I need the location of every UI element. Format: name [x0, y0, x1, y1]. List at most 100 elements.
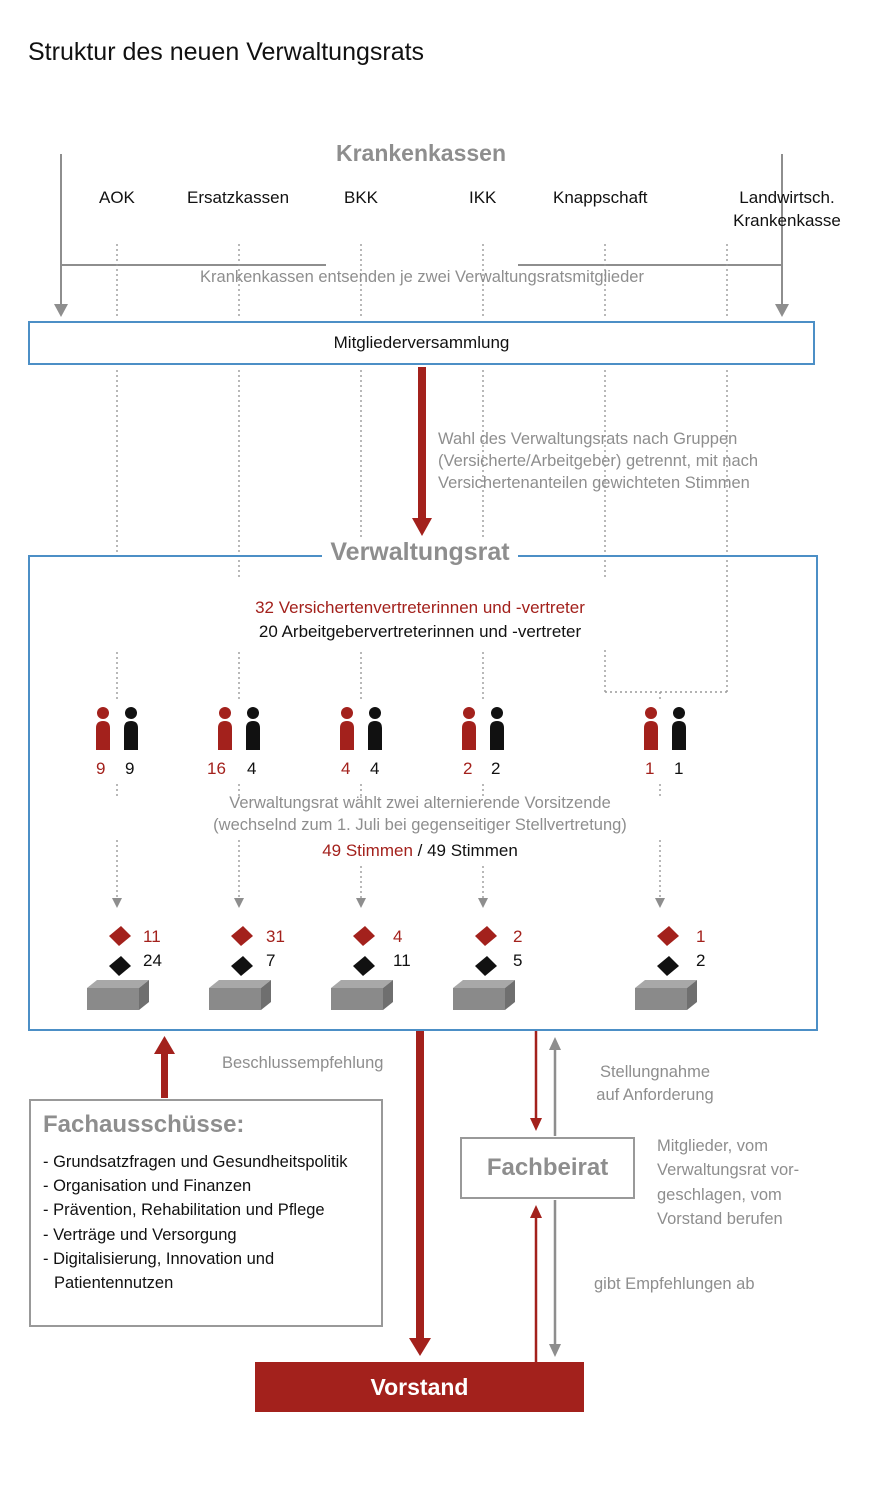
- kasse-ikk: IKK: [469, 188, 497, 207]
- group-kbs-versicherte: 1: [645, 759, 655, 778]
- person-versicherte-icon: [96, 707, 110, 750]
- ballot-box-side: [687, 980, 697, 1010]
- fachausschuesse-title: Fachausschüsse:: [43, 1111, 245, 1138]
- ballot-versicherte-icon: [109, 926, 131, 946]
- ballot-box-icon: [331, 988, 383, 1010]
- beschluss-arrow: [154, 1036, 175, 1098]
- votes-bkk-arbeitgeber: 11: [393, 951, 411, 970]
- vorstand-fachbeirat-arrow: [530, 1205, 542, 1362]
- wahl-line3: Versichertenanteilen gewichteten Stimmen: [438, 474, 750, 492]
- list-item: - Organisation und Finanzen: [43, 1177, 252, 1196]
- arbeitgeber-count: 20 Arbeitgebervertreterinnen und -vertre…: [258, 622, 582, 641]
- fachbeirat-box: Fachbeirat: [460, 1137, 635, 1199]
- list-item: - Grundsatzfragen und Gesundheitspolitik: [43, 1153, 348, 1171]
- votes-kbs-arbeitgeber: 2: [696, 951, 706, 970]
- vr-fachbeirat-arrow: [530, 1031, 542, 1131]
- ballot-versicherte-icon: [475, 926, 497, 946]
- ballot-box-top: [635, 980, 697, 988]
- stimmen-versicherte: 49 Stimmen: [322, 841, 413, 860]
- ballot-versicherte-icon: [231, 926, 253, 946]
- kasse-bkk: BKK: [344, 188, 379, 207]
- group-kbs-arbeitgeber: 1: [674, 759, 684, 778]
- kassen-bracket: [60, 154, 783, 306]
- stellungnahme-arrow: [549, 1037, 561, 1136]
- wahl-line1: Wahl des Verwaltungsrats nach Gruppen: [438, 430, 738, 448]
- fachbeirat-note-line1: Mitglieder, vom: [657, 1137, 768, 1155]
- ballot-versicherte-icon: [353, 926, 375, 946]
- stellungnahme-note: Stellungnahme auf Anforderung: [575, 1061, 735, 1107]
- empfehlungen-arrow: [549, 1200, 561, 1357]
- bracket-arrowheads: [54, 304, 789, 317]
- group-aok-arbeitgeber: 9: [125, 759, 135, 778]
- krankenkassen-heading: Krankenkassen: [335, 140, 507, 166]
- ballot-arbeitgeber-icon: [231, 956, 253, 976]
- ballot-box-icon: [453, 988, 505, 1010]
- group-ersatz-arbeitgeber: 4: [247, 759, 257, 778]
- votes-ersatz-arbeitgeber: 7: [266, 951, 276, 970]
- kasse-knappschaft: Knappschaft: [553, 188, 648, 207]
- kasse-aok: AOK: [99, 188, 135, 207]
- stimmen-separator: /: [412, 841, 428, 860]
- ballot-box-side: [505, 980, 515, 1010]
- stimmen-arbeitgeber: 49 Stimmen: [427, 841, 518, 860]
- person-arbeitgeber-icon: [124, 707, 138, 750]
- empfehlungen-label: gibt Empfehlungen ab: [594, 1275, 755, 1293]
- ballot-box-icon: [635, 988, 687, 1010]
- person-arbeitgeber-icon: [672, 707, 686, 750]
- versicherte-count: 32 Versichertenvertreterinnen und -vertr…: [255, 598, 585, 617]
- vorstand-label: Vorstand: [370, 1373, 469, 1400]
- verwaltungsrat-label: Verwaltungsrat: [322, 538, 518, 567]
- ballot-box-top: [453, 980, 515, 988]
- person-versicherte-icon: [340, 707, 354, 750]
- page-title: Struktur des neuen Verwaltungsrats: [28, 38, 425, 66]
- ballot-box-top: [209, 980, 271, 988]
- list-item: - Verträge und Versorgung: [43, 1225, 237, 1244]
- group-ikk-versicherte: 2: [463, 759, 473, 778]
- ballot-box-side: [261, 980, 271, 1010]
- wahl-line2: (Versicherte/Arbeitgeber) getrennt, mit …: [438, 452, 759, 470]
- group-ikk-arbeitgeber: 2: [491, 759, 501, 778]
- ballot-box-top: [87, 980, 149, 988]
- person-versicherte-icon: [644, 707, 658, 750]
- fachbeirat-note-line2: Verwaltungsrat vor-: [657, 1161, 800, 1180]
- votes-kbs-versicherte: 1: [696, 927, 706, 946]
- ballot-arbeitgeber-icon: [475, 956, 497, 976]
- group-aok-versicherte: 9: [96, 759, 106, 778]
- stellungnahme-line1: Stellungnahme: [599, 1063, 711, 1081]
- ballot-versicherte-icon: [657, 926, 679, 946]
- ballot-box-icon: [87, 988, 139, 1010]
- kasse-landwirtschaft-line1: Landwirtsch.: [739, 188, 835, 207]
- person-versicherte-icon: [462, 707, 476, 750]
- wahl-note: Wahl des Verwaltungsrats nach Gruppen (V…: [438, 428, 838, 494]
- person-arbeitgeber-icon: [246, 707, 260, 750]
- wahl-arrow: [412, 367, 432, 536]
- kasse-ersatzkassen: Ersatzkassen: [187, 188, 290, 207]
- mitgliederversammlung-label: Mitgliederversammlung: [333, 333, 510, 352]
- beschlussempfehlung-label: Beschlussempfehlung: [222, 1054, 384, 1072]
- vr-vorstand-arrow: [409, 1031, 431, 1356]
- vorstand-box: Vorstand: [255, 1362, 584, 1412]
- fachausschuesse-box: [29, 1099, 383, 1327]
- entsenden-note: Krankenkassen entsenden je zwei Verwaltu…: [200, 268, 644, 286]
- fachbeirat-note-line3: geschlagen, vom: [657, 1185, 782, 1204]
- votes-ersatz-versicherte: 31: [266, 927, 285, 946]
- kasse-landwirtschaft: Landwirtsch. Krankenkasse: [722, 188, 852, 231]
- dotted-arrowheads: [112, 898, 665, 908]
- person-arbeitgeber-icon: [490, 707, 504, 750]
- vorsitz-line1: Verwaltungsrat wählt zwei alternierende …: [229, 794, 611, 812]
- list-item: - Prävention, Rehabilitation und Pflege: [43, 1201, 325, 1220]
- stellungnahme-line2: auf Anforderung: [596, 1086, 714, 1104]
- ballot-arbeitgeber-icon: [353, 956, 375, 976]
- ballot-box-side: [383, 980, 393, 1010]
- votes-ikk-versicherte: 2: [513, 927, 523, 946]
- ballot-box-side: [139, 980, 149, 1010]
- ballot-arbeitgeber-icon: [109, 956, 131, 976]
- ballot-arbeitgeber-icon: [657, 956, 679, 976]
- fachausschuesse-list: - Grundsatzfragen und Gesundheitspolitik…: [43, 1150, 378, 1295]
- vorsitz-line2: (wechselnd zum 1. Juli bei gegenseitiger…: [213, 816, 627, 834]
- stimmen-total: 49 Stimmen / 49 Stimmen: [200, 841, 640, 861]
- kasse-landwirtschaft-line2: Krankenkasse: [733, 211, 841, 230]
- votes-aok-arbeitgeber: 24: [143, 951, 162, 970]
